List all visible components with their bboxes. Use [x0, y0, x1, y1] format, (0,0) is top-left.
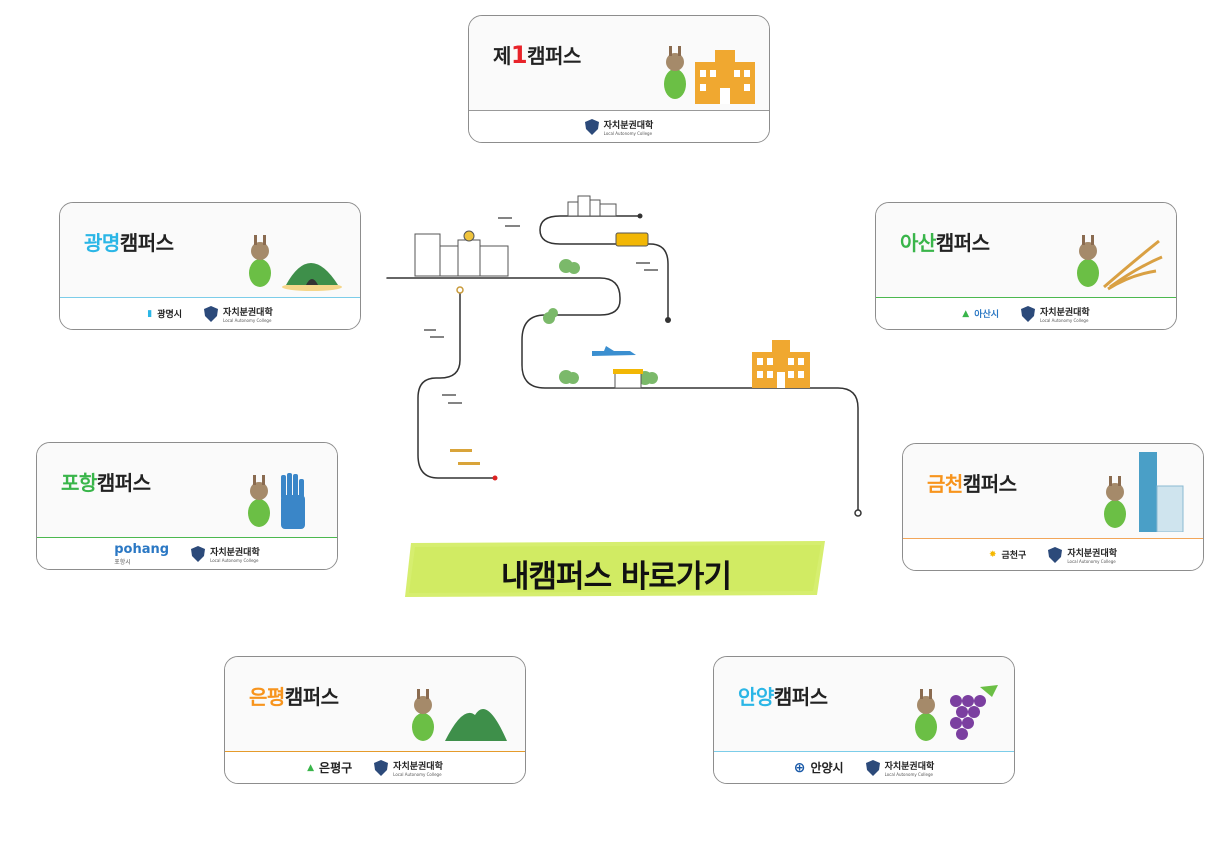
shield-icon: [204, 305, 219, 322]
donkey-mascot-icon: [248, 475, 270, 527]
wheat-icon: [1103, 239, 1163, 291]
donkey-mascot-icon: [1077, 235, 1099, 287]
go-to-my-campus-button[interactable]: 내캠퍼스 바로가기: [405, 539, 827, 599]
partner-logo: ▲은평구: [307, 761, 353, 775]
city-skyline-icon: [414, 195, 617, 277]
shield-icon: [191, 545, 206, 562]
road-node: [854, 509, 862, 517]
partner-logo: ▮광명시: [147, 308, 183, 321]
campus-title: 아산캠퍼스: [900, 231, 990, 255]
road-node: [637, 213, 643, 219]
cta-label: 내캠퍼스 바로가기: [501, 559, 732, 595]
partner-logo: ✸금천구: [988, 549, 1027, 562]
tree-icon: [543, 259, 658, 385]
mountain-icon: [445, 708, 507, 741]
campus-illustration: [403, 685, 513, 749]
house-icon: [614, 371, 642, 389]
campus-title: 광명캠퍼스: [84, 231, 174, 255]
campus-illustration: [238, 231, 348, 295]
school-icon: [752, 340, 810, 388]
shield-icon: [865, 759, 880, 776]
bus-icon: [615, 232, 649, 247]
campus-illustration: [235, 471, 325, 535]
shield-icon: [584, 118, 599, 135]
campus-title: 포항캠퍼스: [61, 471, 151, 495]
skyscraper-icon: [1139, 452, 1184, 533]
shield-icon: [1048, 546, 1063, 563]
donkey-mascot-icon: [915, 689, 937, 741]
road-node: [665, 317, 671, 323]
donkey-mascot-icon: [664, 46, 686, 99]
shield-icon: [374, 759, 389, 776]
donkey-mascot-icon: [1104, 476, 1126, 528]
road-node: [492, 475, 498, 481]
boat-icon: [450, 449, 480, 465]
campus-title: 안양캠퍼스: [738, 685, 828, 709]
road-node: [456, 286, 464, 294]
school-building-icon: [695, 50, 755, 104]
campus-illustration: [902, 683, 1002, 749]
donkey-mascot-icon: [249, 235, 271, 287]
glove-icon: [281, 473, 305, 529]
cave-mountain-icon: [282, 263, 342, 291]
highlight-brush: [405, 541, 825, 597]
campus-title: 제1캠퍼스: [493, 41, 581, 69]
campus-illustration: [1091, 450, 1191, 536]
airplane-icon: [592, 346, 636, 356]
campus-illustration: [1064, 231, 1164, 295]
partner-logo: ▲아산시: [962, 308, 1000, 321]
campus-title: 금천캠퍼스: [927, 472, 1017, 496]
campus-title: 은평캠퍼스: [249, 685, 339, 709]
grapes-icon: [950, 685, 998, 740]
donkey-mascot-icon: [412, 689, 434, 741]
campus-illustration: [657, 44, 757, 108]
shield-icon: [1021, 305, 1036, 322]
partner-logo: ⊕안양시: [793, 759, 844, 776]
